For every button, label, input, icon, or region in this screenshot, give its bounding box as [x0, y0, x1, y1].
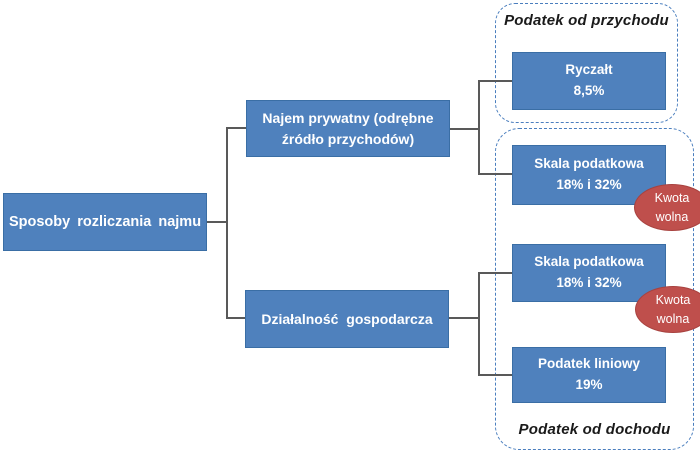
connector-line — [450, 128, 479, 130]
connector-line — [478, 80, 512, 82]
node-ryczalt: Ryczałt 8,5% — [512, 52, 666, 110]
node-sposoby-rozliczania-najmu: Sposoby rozliczania najmu — [3, 193, 207, 251]
node-najem-prywatny: Najem prywatny (odrębne źródło przychodó… — [246, 100, 450, 157]
connector-line — [478, 374, 512, 376]
group-tax-on-revenue: Podatek od przychodu — [495, 3, 678, 123]
connector-line — [478, 272, 480, 375]
node-title: Ryczałt — [565, 62, 613, 78]
connector-line — [478, 173, 512, 175]
connector-line — [226, 317, 246, 319]
node-label: Działalność gospodarcza — [261, 311, 433, 327]
group-tax-on-income-label: Podatek od dochodu — [518, 421, 671, 438]
connector-line — [207, 221, 227, 223]
node-title: Skala podatkowa — [534, 156, 644, 172]
node-label: Sposoby rozliczania najmu — [8, 214, 202, 230]
node-rate: 8,5% — [573, 83, 605, 98]
node-dzialalnosc-gospodarcza: Działalność gospodarcza — [245, 290, 449, 348]
node-rate: 18% i 32% — [556, 275, 622, 290]
node-label: Najem prywatny (odrębne źródło przychodó… — [262, 110, 434, 147]
node-podatek-liniowy: Podatek liniowy 19% — [512, 347, 666, 403]
connector-line — [478, 80, 480, 174]
connector-line — [226, 127, 228, 318]
badge-kwota-wolna-1: Kwota wolna — [634, 184, 700, 231]
connector-line — [449, 317, 479, 319]
node-rate: 18% i 32% — [556, 177, 622, 192]
connector-line — [226, 127, 247, 129]
badge-kwota-wolna-2: Kwota wolna — [635, 286, 700, 333]
group-tax-on-revenue-label: Podatek od przychodu — [504, 12, 669, 29]
connector-line — [478, 272, 512, 274]
node-skala-podatkowa-2: Skala podatkowa 18% i 32% — [512, 244, 666, 302]
node-title: Podatek liniowy — [537, 356, 641, 372]
node-title: Skala podatkowa — [534, 254, 644, 270]
node-rate: 19% — [575, 377, 603, 392]
